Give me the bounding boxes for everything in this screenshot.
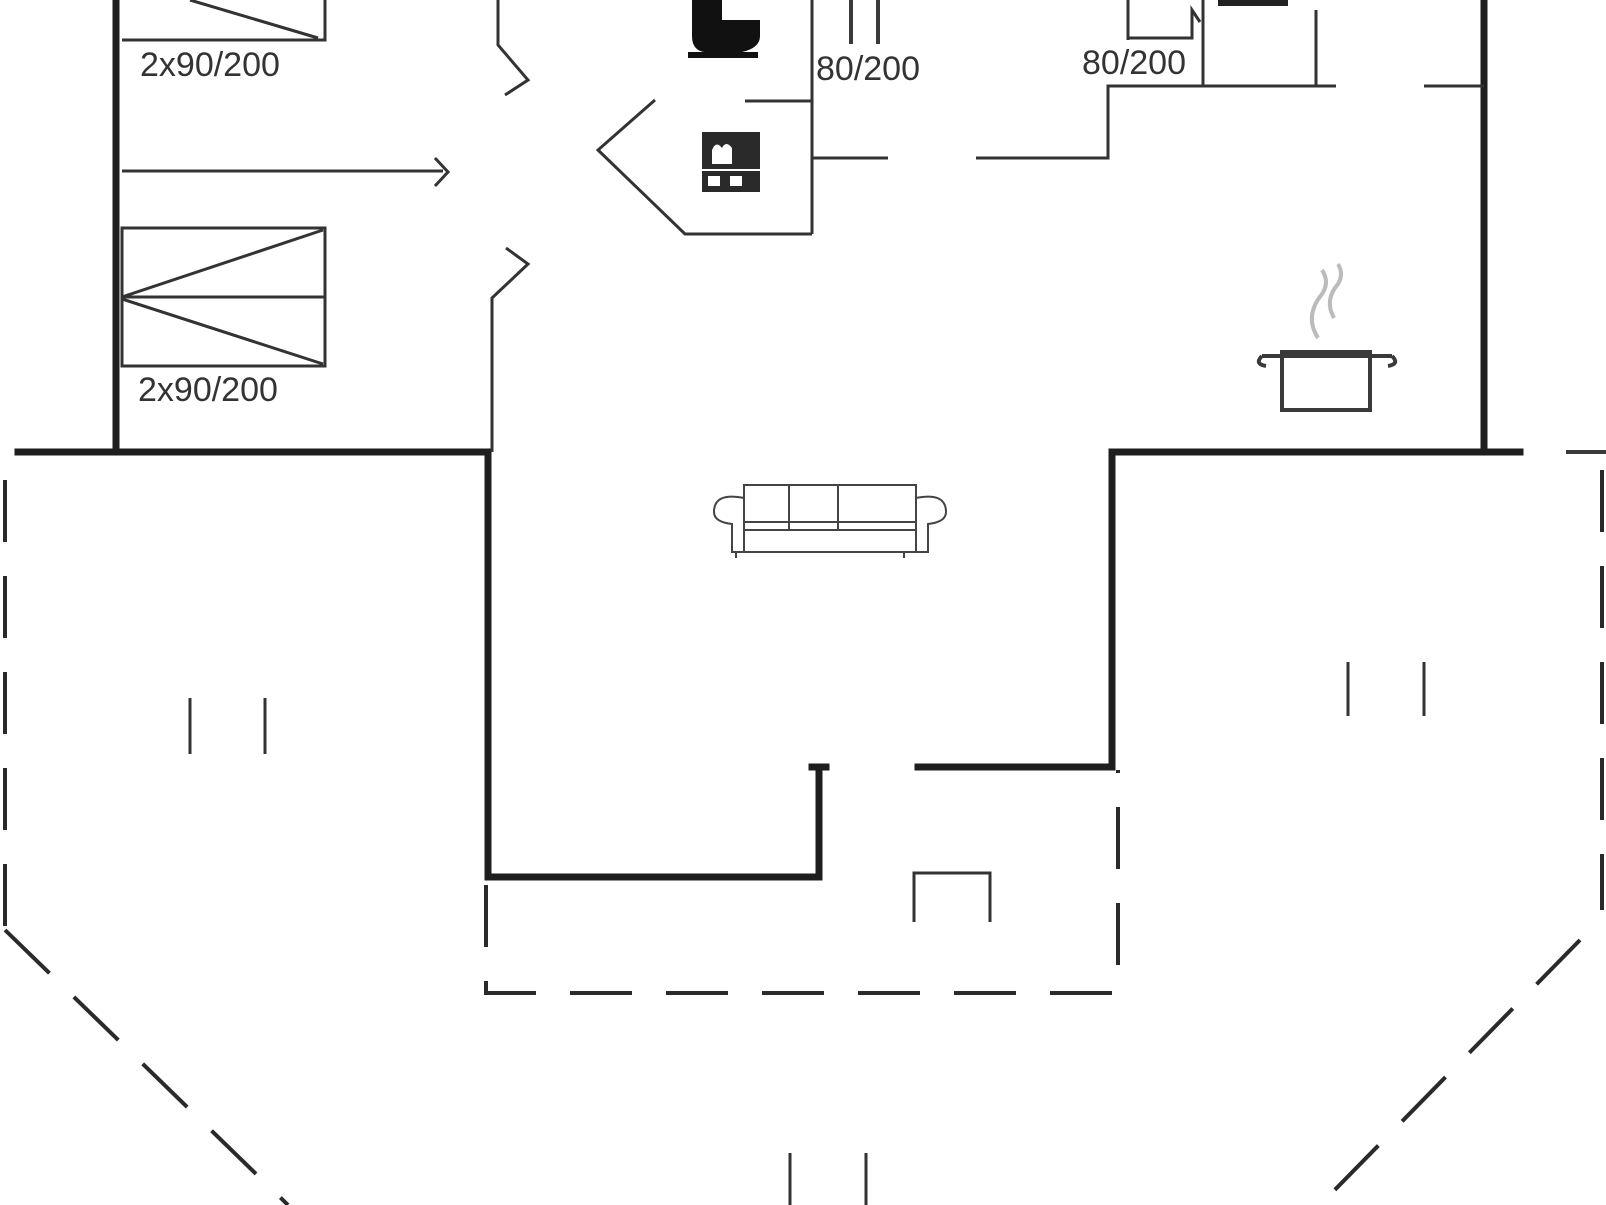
exterior-walls xyxy=(14,0,1606,881)
terrace-marks xyxy=(188,662,1426,1205)
toilet-icon xyxy=(688,0,760,58)
bed-top-left xyxy=(122,0,327,42)
bed-size-label: 80/200 xyxy=(816,50,920,88)
bed-size-label: 80/200 xyxy=(1082,44,1186,82)
interior-partitions xyxy=(122,0,1484,452)
bed-right xyxy=(1128,0,1288,40)
bed-size-label: 2x90/200 xyxy=(138,371,278,409)
table-icon xyxy=(912,871,992,922)
bed-bottom-left xyxy=(120,226,327,368)
sofa-icon xyxy=(712,484,948,558)
terrace-outline xyxy=(3,470,1604,1205)
wood-stove-icon xyxy=(702,132,760,192)
cooking-pot-icon xyxy=(1256,262,1398,412)
bed-size-label: 2x90/200 xyxy=(140,46,280,84)
bed-middle xyxy=(849,0,880,44)
